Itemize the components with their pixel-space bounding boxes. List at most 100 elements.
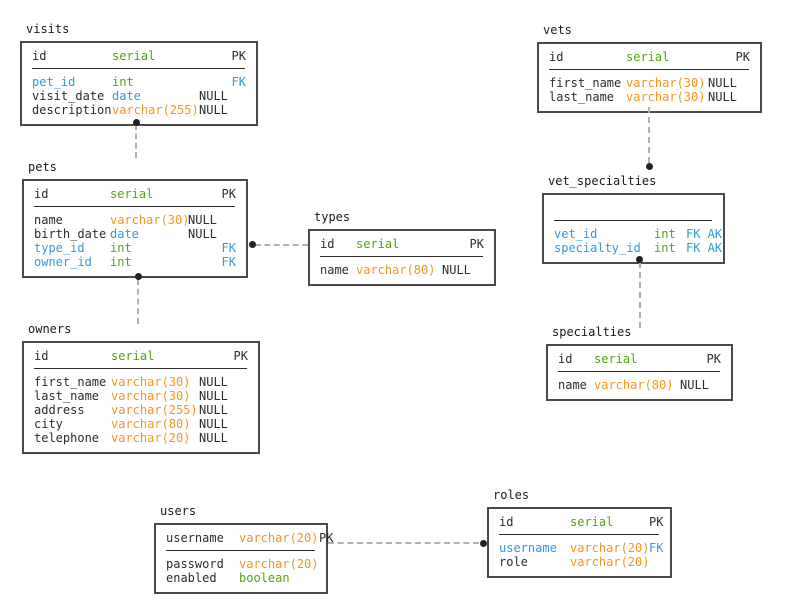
null-label: NULL [680, 378, 709, 392]
column-type: varchar(30) [111, 375, 191, 389]
column-name: owner_id [34, 255, 92, 269]
null-label [199, 49, 232, 63]
connector-dot-pets-bottom [135, 273, 142, 280]
column-name: id [34, 187, 49, 201]
key-flag: FK [221, 241, 236, 255]
null-label: NULL [188, 213, 217, 227]
column-name: password [166, 557, 224, 571]
null-label: NULL [188, 227, 217, 241]
null-label: NULL [199, 389, 228, 403]
header-separator [558, 371, 720, 372]
column-name: id [549, 50, 564, 64]
column-name: description [32, 103, 112, 117]
connector-vet-specialties-specialties [639, 262, 641, 328]
connector-dot-visits [133, 119, 140, 126]
header-separator [166, 550, 315, 551]
column-type: serial [111, 349, 155, 363]
column-name: username [499, 541, 557, 555]
null-label [188, 187, 222, 201]
column-name: enabled [166, 571, 217, 585]
column-type: int [654, 227, 676, 241]
column-type: varchar(20) [570, 541, 650, 555]
key-flag: PK [469, 237, 484, 251]
connector-pets-types [255, 244, 308, 246]
connector-users-roles [328, 542, 479, 544]
column-type: varchar(20) [239, 557, 319, 571]
column-type: serial [570, 515, 614, 529]
null-label [442, 237, 470, 251]
header-separator [554, 220, 712, 221]
key-flag: FK [649, 541, 664, 555]
key-flag: FK [221, 255, 236, 269]
column-type: varchar(30) [626, 90, 706, 104]
key-flag: FK [231, 75, 246, 89]
column-name: username [166, 531, 224, 545]
column-type: serial [594, 352, 638, 366]
header-separator [32, 68, 245, 69]
null-label: NULL [708, 90, 737, 104]
key-flag: PK [231, 49, 246, 63]
column-name: last_name [549, 90, 615, 104]
null-label [708, 50, 736, 64]
table-header-row: id serial PK [34, 349, 248, 363]
key-flag: PK [221, 187, 236, 201]
column-name: city [34, 417, 63, 431]
column-name: id [320, 237, 335, 251]
connector-visits-pets [135, 124, 137, 158]
header-separator [320, 256, 483, 257]
header-separator [499, 534, 659, 535]
connector-dot-vet-specialties-top [646, 163, 653, 170]
key-flag: PK [233, 349, 248, 363]
column-name: type_id [34, 241, 85, 255]
key-flag: PK [706, 352, 721, 366]
table-title: specialties [552, 325, 632, 339]
column-name: id [34, 349, 49, 363]
column-name: vet_id [554, 227, 598, 241]
column-type: date [112, 89, 141, 103]
column-type: varchar(20) [239, 531, 319, 545]
connector-pets-owners [137, 279, 139, 324]
null-label: NULL [199, 431, 228, 445]
table-title: vet_specialties [548, 174, 657, 188]
column-type: date [110, 227, 139, 241]
table-row: username varchar(20)FK [499, 541, 664, 555]
header-separator [34, 368, 247, 369]
column-type: varchar(80) [594, 378, 674, 392]
column-type: serial [112, 49, 156, 63]
column-type: varchar(30) [111, 389, 191, 403]
connector-dot-vet-specialties-bottom [636, 256, 643, 263]
null-label [199, 75, 232, 89]
table-header-row [554, 201, 713, 215]
header-separator [34, 206, 235, 207]
column-name: id [499, 515, 514, 529]
column-type: varchar(255) [111, 403, 198, 417]
